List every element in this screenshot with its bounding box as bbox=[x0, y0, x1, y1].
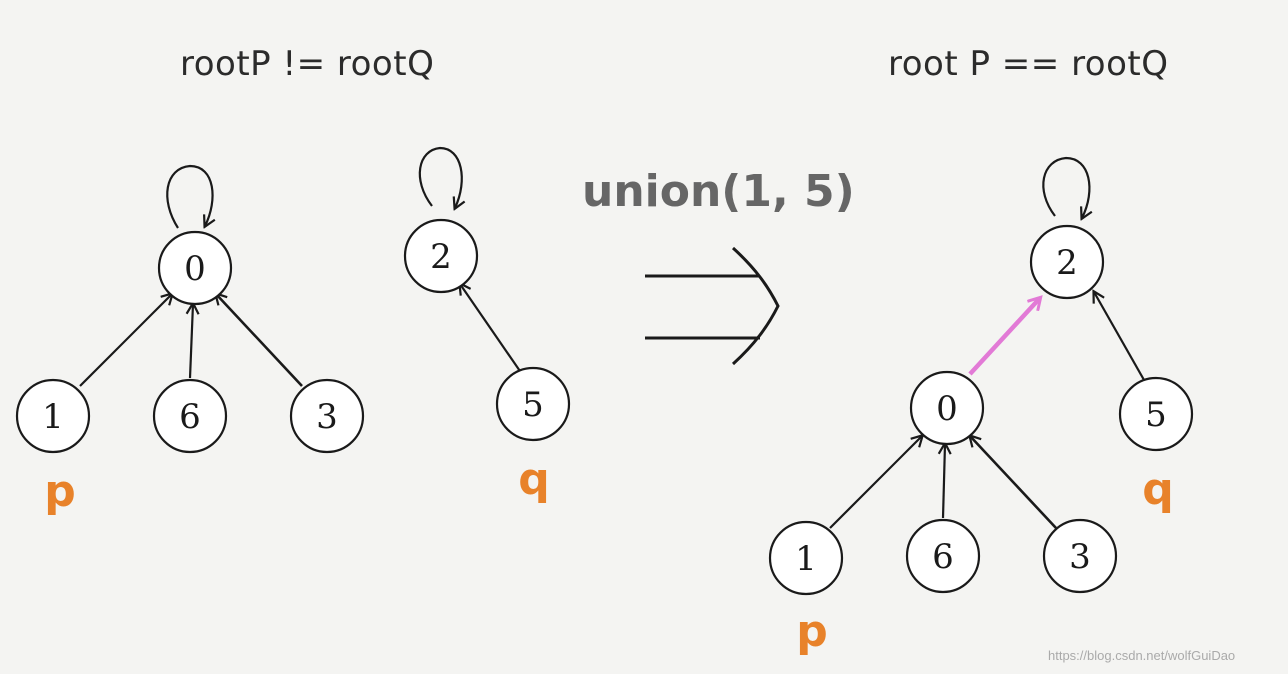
right-node-2: 2 bbox=[1029, 224, 1105, 300]
left-self-loop-0 bbox=[166, 164, 212, 228]
svg-text:5: 5 bbox=[522, 385, 544, 425]
right-node-6: 6 bbox=[905, 518, 981, 594]
left-title: rootP != rootQ bbox=[180, 44, 435, 84]
left-node-1: 1 bbox=[15, 378, 91, 454]
right-node-5: 5 bbox=[1118, 376, 1194, 452]
right-edge-1-0 bbox=[829, 436, 922, 529]
left-node-3: 3 bbox=[289, 378, 365, 454]
right-node-1: 1 bbox=[768, 520, 844, 596]
left-q-label: q bbox=[518, 454, 550, 505]
right-self-loop-2 bbox=[1042, 156, 1089, 218]
right-edge-0-2 bbox=[968, 298, 1040, 376]
left-self-loop-2 bbox=[418, 146, 462, 208]
svg-text:0: 0 bbox=[184, 249, 206, 289]
right-p-label: p bbox=[796, 606, 828, 657]
left-edge-1-0 bbox=[79, 294, 172, 387]
right-node-3: 3 bbox=[1042, 518, 1118, 594]
right-title: root P == rootQ bbox=[888, 44, 1169, 84]
svg-text:6: 6 bbox=[932, 537, 954, 577]
left-edge-3-0 bbox=[216, 294, 303, 387]
right-q-label: q bbox=[1142, 464, 1174, 515]
svg-text:2: 2 bbox=[1056, 243, 1078, 283]
svg-text:6: 6 bbox=[179, 397, 201, 437]
svg-text:1: 1 bbox=[795, 539, 817, 579]
svg-text:0: 0 bbox=[936, 389, 958, 429]
right-graph: 2 0 5 1 6 3 p q bbox=[768, 156, 1194, 657]
left-node-0: 0 bbox=[157, 230, 233, 306]
svg-text:3: 3 bbox=[316, 397, 338, 437]
left-p-label: p bbox=[44, 466, 76, 517]
implies-arrow bbox=[645, 246, 780, 366]
svg-text:5: 5 bbox=[1145, 395, 1167, 435]
svg-text:1: 1 bbox=[42, 397, 64, 437]
svg-text:3: 3 bbox=[1069, 537, 1091, 577]
operation-label: union(1, 5) bbox=[582, 166, 855, 217]
svg-text:2: 2 bbox=[430, 237, 452, 277]
right-edge-3-0 bbox=[970, 436, 1057, 529]
watermark: https://blog.csdn.net/wolfGuiDao bbox=[1048, 648, 1236, 663]
left-node-2: 2 bbox=[403, 218, 479, 294]
right-node-0: 0 bbox=[909, 370, 985, 446]
left-edge-6-0 bbox=[190, 304, 193, 379]
left-node-6: 6 bbox=[152, 378, 228, 454]
right-edge-6-0 bbox=[943, 444, 945, 519]
left-node-5: 5 bbox=[495, 366, 571, 442]
left-graph: 0 1 6 3 2 5 p q bbox=[15, 146, 571, 517]
right-edge-5-2 bbox=[1094, 292, 1145, 381]
left-edge-5-2 bbox=[460, 284, 523, 375]
